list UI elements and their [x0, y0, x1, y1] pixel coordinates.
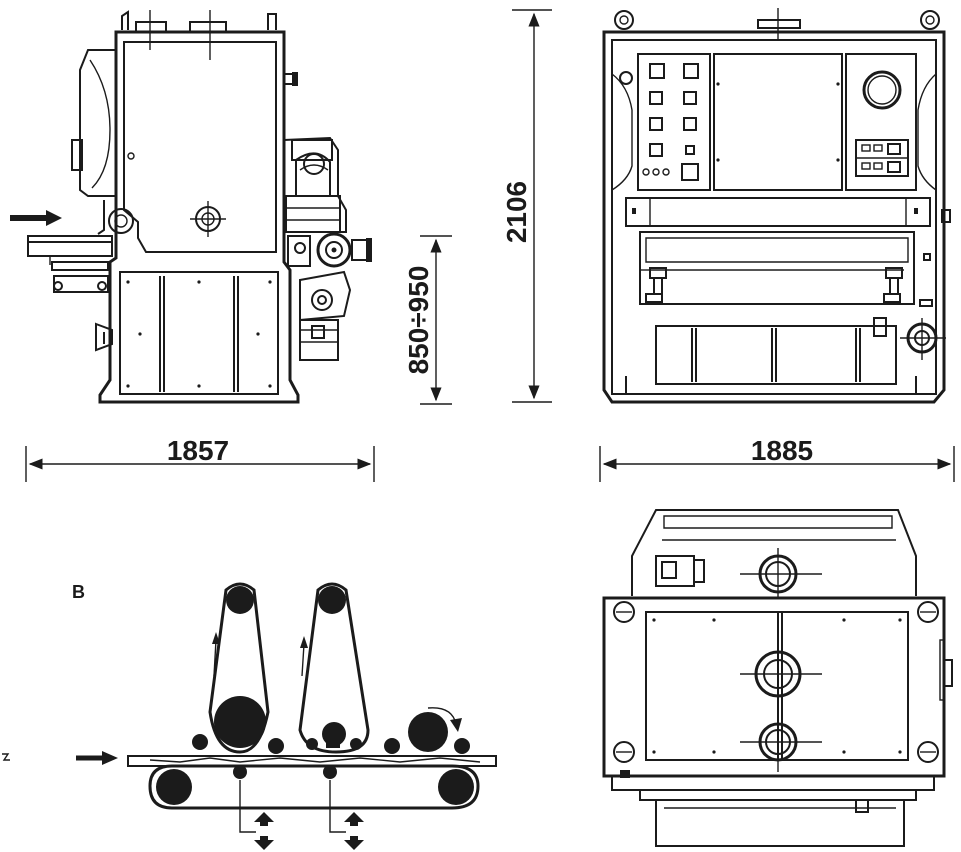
total-height-dimension: 2106 — [501, 9, 552, 403]
table-adjust-icon — [254, 812, 274, 850]
total-height-label: 2106 — [501, 181, 532, 243]
side-width-label: 1857 — [167, 435, 229, 466]
feed-arrow-icon — [76, 751, 118, 765]
belt-arrow-icon — [212, 632, 220, 677]
table-height-label: 850÷950 — [403, 266, 434, 375]
front-view — [602, 8, 951, 404]
section-b-diagram: B — [2, 582, 497, 850]
front-width-label: 1885 — [751, 435, 813, 466]
belt-arrow-icon — [300, 636, 308, 677]
side-width-dimension: 1857 — [25, 435, 375, 482]
section-b-label: B — [72, 582, 85, 602]
table-height-dimension: 850÷950 — [403, 235, 452, 405]
table-adjust-icon — [344, 812, 364, 850]
side-view — [10, 10, 372, 404]
front-width-dimension: 1885 — [599, 435, 955, 482]
top-view — [602, 509, 953, 847]
feed-arrow-icon — [10, 210, 62, 226]
rotation-arrow-icon — [427, 707, 462, 732]
